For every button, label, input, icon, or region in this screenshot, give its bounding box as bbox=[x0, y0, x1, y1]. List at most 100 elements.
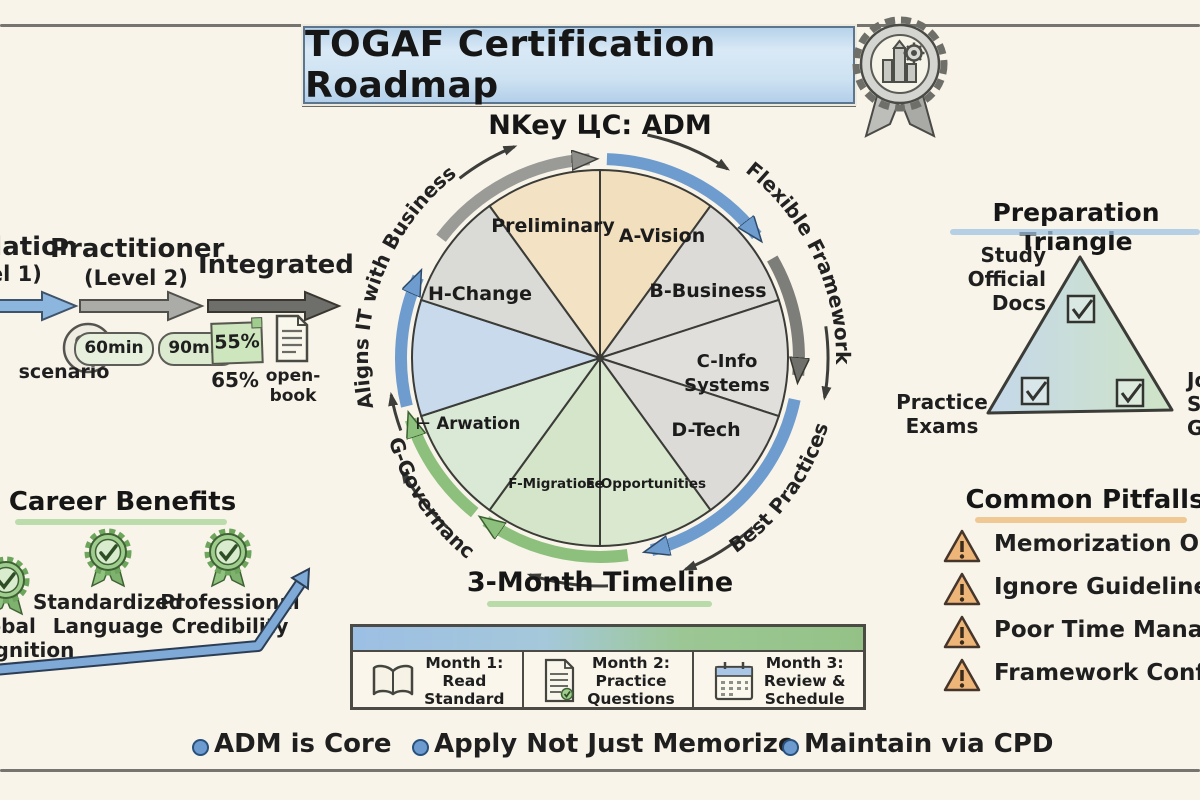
corner-right-line1: Join bbox=[1187, 368, 1200, 392]
small-arrow-left bbox=[388, 391, 403, 432]
benefit2-line2: Language bbox=[52, 614, 164, 638]
pitfall-item-1: Memorization Only bbox=[994, 531, 1200, 557]
level1-sub: (Level 1) bbox=[0, 262, 42, 286]
rim-arrow-blue-bottom-right bbox=[652, 398, 801, 550]
month2-line1: Month 2: bbox=[592, 653, 670, 672]
pitfalls-underline bbox=[975, 517, 1187, 523]
arrow-level1 bbox=[0, 290, 79, 322]
warning-icon-2 bbox=[943, 572, 981, 606]
small-arrow-top-left bbox=[458, 145, 518, 180]
timeline-header-strip bbox=[353, 627, 863, 652]
title-banner: TOGAF Certification Roadmap bbox=[303, 24, 855, 106]
level2-sub: (Level 2) bbox=[84, 266, 188, 290]
takeaway-bullet-3 bbox=[782, 739, 799, 756]
badge-scallop-ring bbox=[852, 16, 948, 112]
career-growth-arrow bbox=[0, 567, 311, 676]
benefit1-line1: Global bbox=[0, 614, 36, 638]
triangle-corner-left-label: Practice Exams bbox=[896, 390, 988, 438]
rim-arrow-dark-right bbox=[767, 255, 799, 376]
month2-text: Month 2: Practice Questions bbox=[587, 654, 675, 708]
sector-c-info-systems bbox=[596, 298, 789, 418]
takeaway-bullet-1 bbox=[192, 739, 209, 756]
corner-left-line1: Practice bbox=[896, 390, 988, 414]
triangle-checkboxes bbox=[1020, 294, 1145, 408]
rim-arrow-blue-left bbox=[395, 277, 424, 408]
corner-top-line1: Study bbox=[980, 243, 1046, 267]
benefit2-line1: Standardized bbox=[32, 590, 184, 614]
label-a-vision: A-Vision bbox=[619, 225, 706, 247]
month2-line2: Practice bbox=[595, 671, 667, 690]
month1-line2: Read bbox=[442, 671, 487, 690]
open-book-doc-icon bbox=[275, 314, 309, 363]
levels-arrows bbox=[0, 290, 342, 322]
frame-bottom-line bbox=[0, 769, 1200, 772]
level1-name: Foundation bbox=[0, 232, 78, 262]
open-book-label-line2: book bbox=[269, 386, 317, 406]
label-h-change: H-Change bbox=[428, 283, 532, 305]
month1-line3: Standard bbox=[424, 689, 505, 708]
rim-arrow-green-bottom bbox=[486, 521, 629, 563]
takeaway-2: Apply Not Just Memorize bbox=[434, 729, 796, 759]
award-badge-icon bbox=[852, 16, 948, 138]
month3-line1: Month 3: bbox=[765, 653, 844, 672]
wheel-heading: NKey ЦC: ADM bbox=[488, 110, 712, 141]
wheel-rim-arrows bbox=[395, 153, 801, 563]
month3-line3: Schedule bbox=[764, 689, 845, 708]
small-arrow-bottom bbox=[526, 573, 609, 588]
timeline-month1-cell: Month 1: Read Standard bbox=[353, 652, 522, 709]
corner-right-line2: Study bbox=[1187, 392, 1200, 416]
warning-icon-1 bbox=[943, 529, 981, 563]
label-b-business: B-Business bbox=[649, 280, 766, 302]
month3-text: Month 3: Review & Schedule bbox=[764, 654, 846, 708]
sector-b-business bbox=[597, 204, 781, 360]
open-book-label: open- book bbox=[260, 366, 326, 406]
label-f-migration: F-Migratiose bbox=[508, 476, 603, 492]
small-arrow-top-right bbox=[647, 133, 730, 171]
benefit2-label: Standardized Language bbox=[28, 590, 188, 638]
triangle-corner-right-label: Join Study Group bbox=[1187, 368, 1200, 440]
sector-h-change bbox=[419, 204, 603, 360]
small-arrow-right bbox=[821, 326, 832, 401]
level2-name: Practitioner bbox=[50, 234, 225, 264]
career-underline bbox=[15, 519, 227, 525]
warning-icon-4 bbox=[943, 658, 981, 692]
pass-mark-box: 55% bbox=[210, 321, 264, 365]
triangle-underline bbox=[950, 229, 1200, 235]
rim-arrow-blue-top-right bbox=[606, 153, 757, 235]
pitfall-item-3: Poor Time Management bbox=[994, 617, 1200, 643]
wheel-small-arrows bbox=[388, 133, 832, 588]
pitfall-item-2: Ignore Guidelines bbox=[994, 574, 1200, 600]
career-benefits-title: Career Benefits bbox=[8, 487, 237, 517]
month3-line2: Review & bbox=[763, 671, 846, 690]
timeline-table: Month 1: Read Standard Month 2: Practice… bbox=[350, 624, 866, 710]
label-g-arwation: ⊢ Arwation bbox=[416, 414, 521, 433]
timeline-month2-cell: Month 2: Practice Questions bbox=[521, 652, 693, 709]
page-title: TOGAF Certification Roadmap bbox=[305, 24, 716, 106]
triangle-corner-top-label: Study Official Docs bbox=[900, 243, 1046, 315]
month2-line3: Questions bbox=[587, 689, 675, 708]
arrow-level2 bbox=[79, 290, 205, 322]
month1-line1: Month 1: bbox=[425, 653, 504, 672]
label-c-systems: Systems bbox=[684, 375, 770, 396]
timeline-underline bbox=[487, 601, 712, 607]
sector-a-vision bbox=[599, 168, 712, 362]
wheel-sectors bbox=[411, 168, 789, 548]
sector-d-tech bbox=[597, 356, 781, 512]
level3-name: Integrated bbox=[198, 250, 354, 280]
label-c-info: C-Info bbox=[697, 351, 758, 372]
adm-wheel: Preliminary A-Vision B-Business C-Info S… bbox=[340, 105, 855, 588]
small-arrow-bottom-right bbox=[682, 526, 754, 571]
scenario-label: scenario bbox=[18, 361, 110, 383]
calendar-icon bbox=[714, 661, 753, 700]
corner-top-line3: Docs bbox=[991, 291, 1046, 315]
open-book-label-line1: open- bbox=[265, 366, 321, 386]
label-e-opportunities: E-Opportunities bbox=[586, 476, 706, 492]
sector-f-migration bbox=[488, 354, 601, 548]
label-d-tech: D-Tech bbox=[671, 419, 740, 441]
wheel-center-dot bbox=[596, 354, 604, 362]
timeline-title: 3-Month Timeline bbox=[466, 567, 734, 598]
rim-arrow-gray-top-left bbox=[436, 159, 590, 242]
label-preliminary: Preliminary bbox=[491, 215, 615, 237]
book-icon bbox=[372, 664, 414, 695]
city-gear-icon bbox=[882, 39, 925, 83]
